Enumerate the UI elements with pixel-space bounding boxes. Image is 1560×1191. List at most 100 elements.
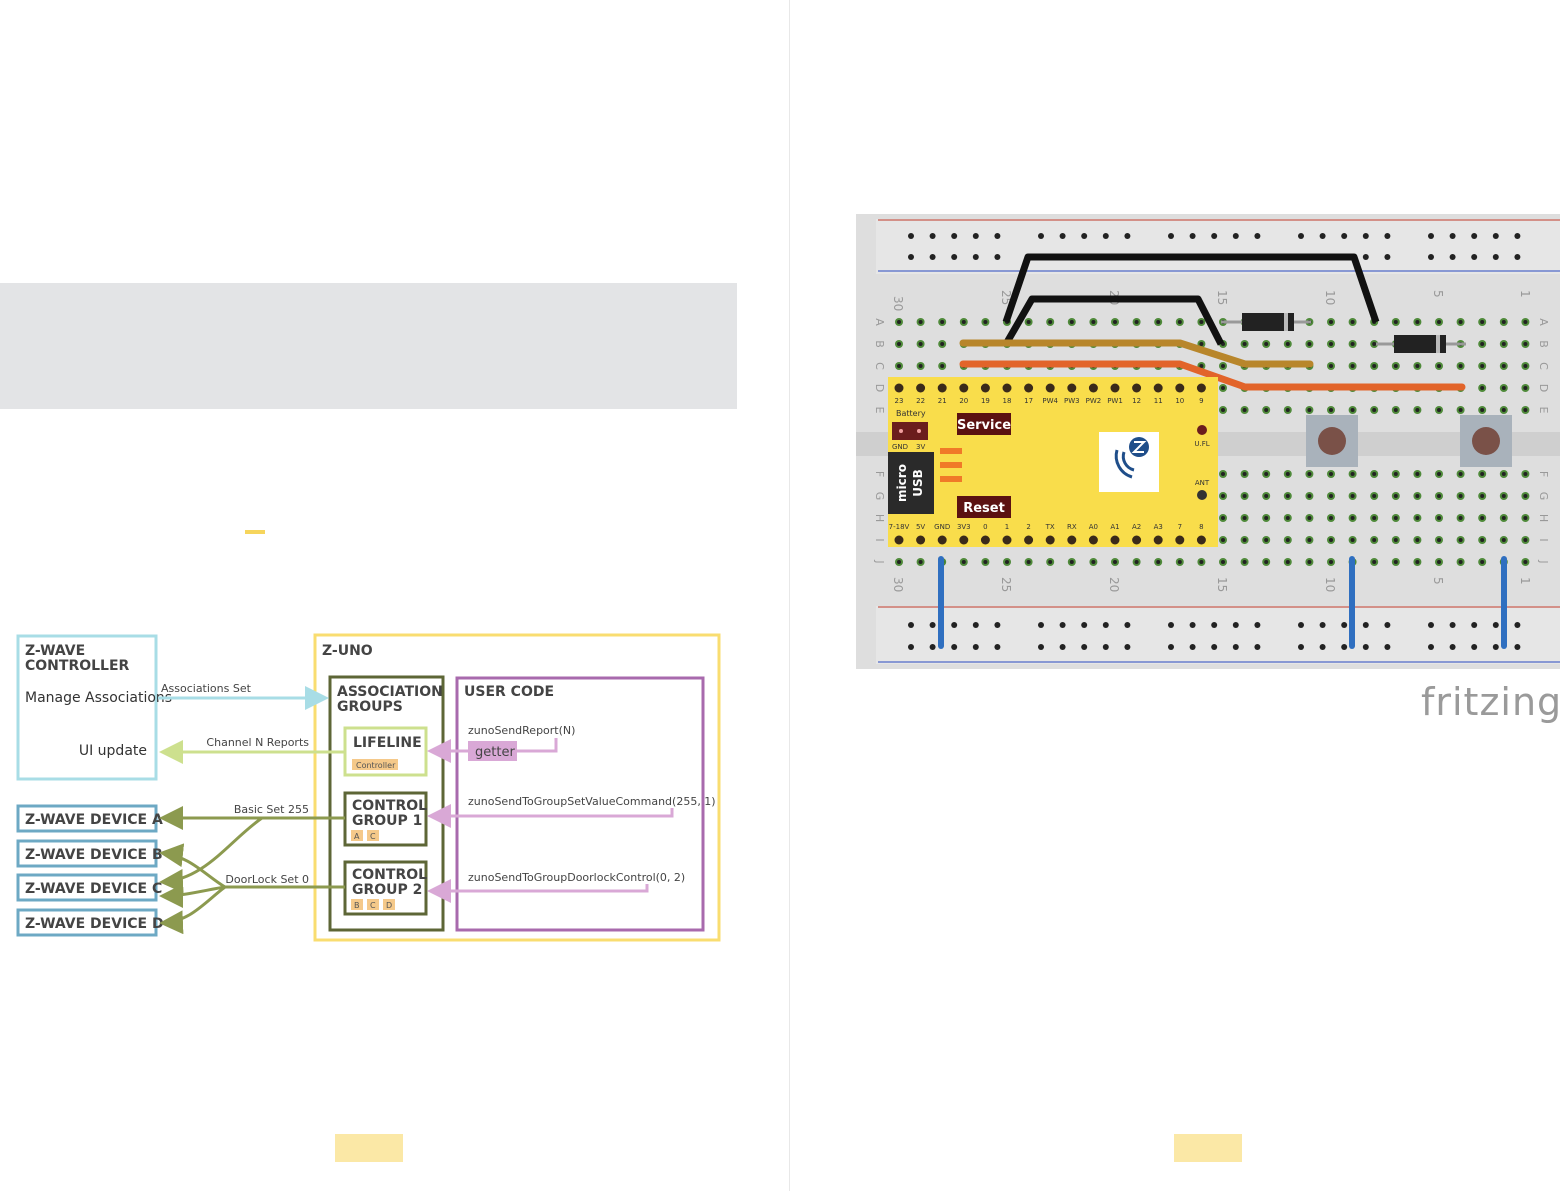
- breadboard-hole-center: [1480, 494, 1485, 498]
- breadboard-hole-center: [1523, 472, 1528, 476]
- breadboard-hole-center: [1177, 560, 1182, 564]
- diode-1-band: [1284, 313, 1288, 331]
- breadboard-hole-center: [1005, 560, 1009, 564]
- breadboard-hole-center: [1285, 342, 1290, 346]
- breadboard-hole-center: [1329, 364, 1333, 368]
- breadboard-hole-center: [1221, 472, 1225, 476]
- rail-hole: [908, 233, 914, 239]
- rail-hole: [1038, 644, 1044, 650]
- service-button[interactable]: [957, 413, 1011, 435]
- breadboard-hole-center: [1523, 320, 1528, 324]
- board-pin: [1067, 383, 1077, 393]
- top-pin-label: 18: [1003, 397, 1012, 405]
- zuno-title: Z-UNO: [322, 643, 373, 659]
- board-pin: [916, 383, 926, 393]
- breadboard-hole-center: [1156, 560, 1161, 564]
- getter-label: getter: [475, 745, 515, 760]
- top-pin-label: 9: [1199, 397, 1203, 405]
- rail-hole: [951, 622, 958, 628]
- breadboard-hole-center: [1264, 538, 1269, 542]
- bottom-pin-label: 1: [1005, 523, 1009, 531]
- top-pin-label: PW4: [1042, 397, 1058, 405]
- breadboard-hole-center: [1458, 408, 1463, 412]
- col-num: 5: [1431, 290, 1445, 298]
- rail-hole: [1471, 233, 1478, 239]
- col-num: 1: [1518, 290, 1532, 298]
- breadboard-hole-center: [1437, 364, 1441, 368]
- breadboard-hole-center: [1242, 472, 1247, 476]
- board-pin: [1024, 383, 1034, 393]
- rail-hole: [1211, 644, 1218, 650]
- board-pin: [1175, 535, 1185, 545]
- breadboard-hole-center: [1026, 320, 1031, 324]
- col-num: 1: [1518, 577, 1532, 585]
- rail-hole: [1102, 644, 1109, 650]
- board-pin: [1002, 535, 1012, 545]
- breadboard-hole-center: [1372, 560, 1377, 564]
- breadboard-hole-center: [1199, 320, 1204, 324]
- breadboard-hole-center: [1393, 494, 1398, 498]
- rail-hole: [1492, 233, 1499, 239]
- controller-title-1: Z-WAVE: [25, 643, 85, 659]
- top-pin-label: PW3: [1064, 397, 1080, 405]
- board-pin: [1110, 535, 1120, 545]
- pushbutton-1-cap[interactable]: [1318, 427, 1346, 455]
- led: [940, 448, 962, 454]
- row-letter: J: [873, 559, 886, 563]
- rail-hole: [1254, 644, 1261, 650]
- breadboard-hole-center: [918, 320, 923, 324]
- control-group-1-tag-a: A: [354, 832, 360, 841]
- row-letter: D: [1537, 384, 1550, 392]
- breadboard-hole-center: [1393, 560, 1398, 564]
- breadboard-hole-center: [1480, 342, 1485, 346]
- ui-update-label: UI update: [79, 743, 147, 759]
- breadboard-hole-center: [1264, 560, 1269, 564]
- breadboard-hole-center: [1264, 494, 1269, 498]
- bottom-pin-label: A1: [1110, 523, 1119, 531]
- breadboard-hole-center: [1501, 364, 1506, 368]
- page-number-left: [335, 1134, 403, 1162]
- breadboard-hole-center: [918, 560, 923, 564]
- row-letter: E: [873, 407, 886, 414]
- breadboard-hole-center: [1480, 472, 1485, 476]
- rail-hole: [908, 644, 914, 650]
- zwave-logo-wave: [1121, 451, 1135, 472]
- rail-hole: [1211, 622, 1218, 628]
- user-code-title: USER CODE: [464, 684, 554, 700]
- breadboard-hole-center: [1501, 342, 1506, 346]
- breadboard-hole-center: [1437, 320, 1441, 324]
- basic-set-label: Basic Set 255: [234, 803, 309, 816]
- breadboard-hole-center: [1393, 472, 1398, 476]
- breadboard-hole-center: [1523, 364, 1528, 368]
- breadboard-hole-center: [1350, 516, 1355, 520]
- pushbutton-2-cap[interactable]: [1472, 427, 1500, 455]
- black-wire-short: [1002, 295, 1225, 346]
- row-letter: B: [873, 340, 886, 348]
- breadboard-hole-center: [1350, 472, 1355, 476]
- breadboard-hole-center: [1285, 560, 1290, 564]
- reset-button[interactable]: [957, 496, 1011, 518]
- rail-hole: [1449, 644, 1456, 650]
- breadboard-hole-center: [1091, 320, 1096, 324]
- rail-hole: [1384, 622, 1391, 628]
- association-groups-title-2: GROUPS: [337, 699, 403, 715]
- rail-hole: [951, 254, 958, 260]
- board-pin: [894, 383, 904, 393]
- user-code-box: [455, 676, 705, 932]
- breadboard-hole-center: [1199, 342, 1204, 346]
- rail-hole: [972, 233, 979, 239]
- breadboard-hole-center: [1307, 494, 1312, 498]
- breadboard-hole-center: [1242, 560, 1247, 564]
- rail-hole: [1341, 644, 1348, 650]
- row-letter: C: [873, 362, 886, 370]
- breadboard-hole-center: [1221, 408, 1225, 412]
- rail-hole: [1514, 622, 1521, 628]
- breadboard-hole-center: [1329, 320, 1333, 324]
- orange-wire: [959, 360, 1466, 391]
- bottom-pin-label: A0: [1089, 523, 1098, 531]
- breadboard-hole-center: [1329, 538, 1333, 542]
- breadboard-hole-center: [1264, 408, 1269, 412]
- breadboard-hole-center: [1393, 320, 1398, 324]
- top-pin-label: 17: [1024, 397, 1033, 405]
